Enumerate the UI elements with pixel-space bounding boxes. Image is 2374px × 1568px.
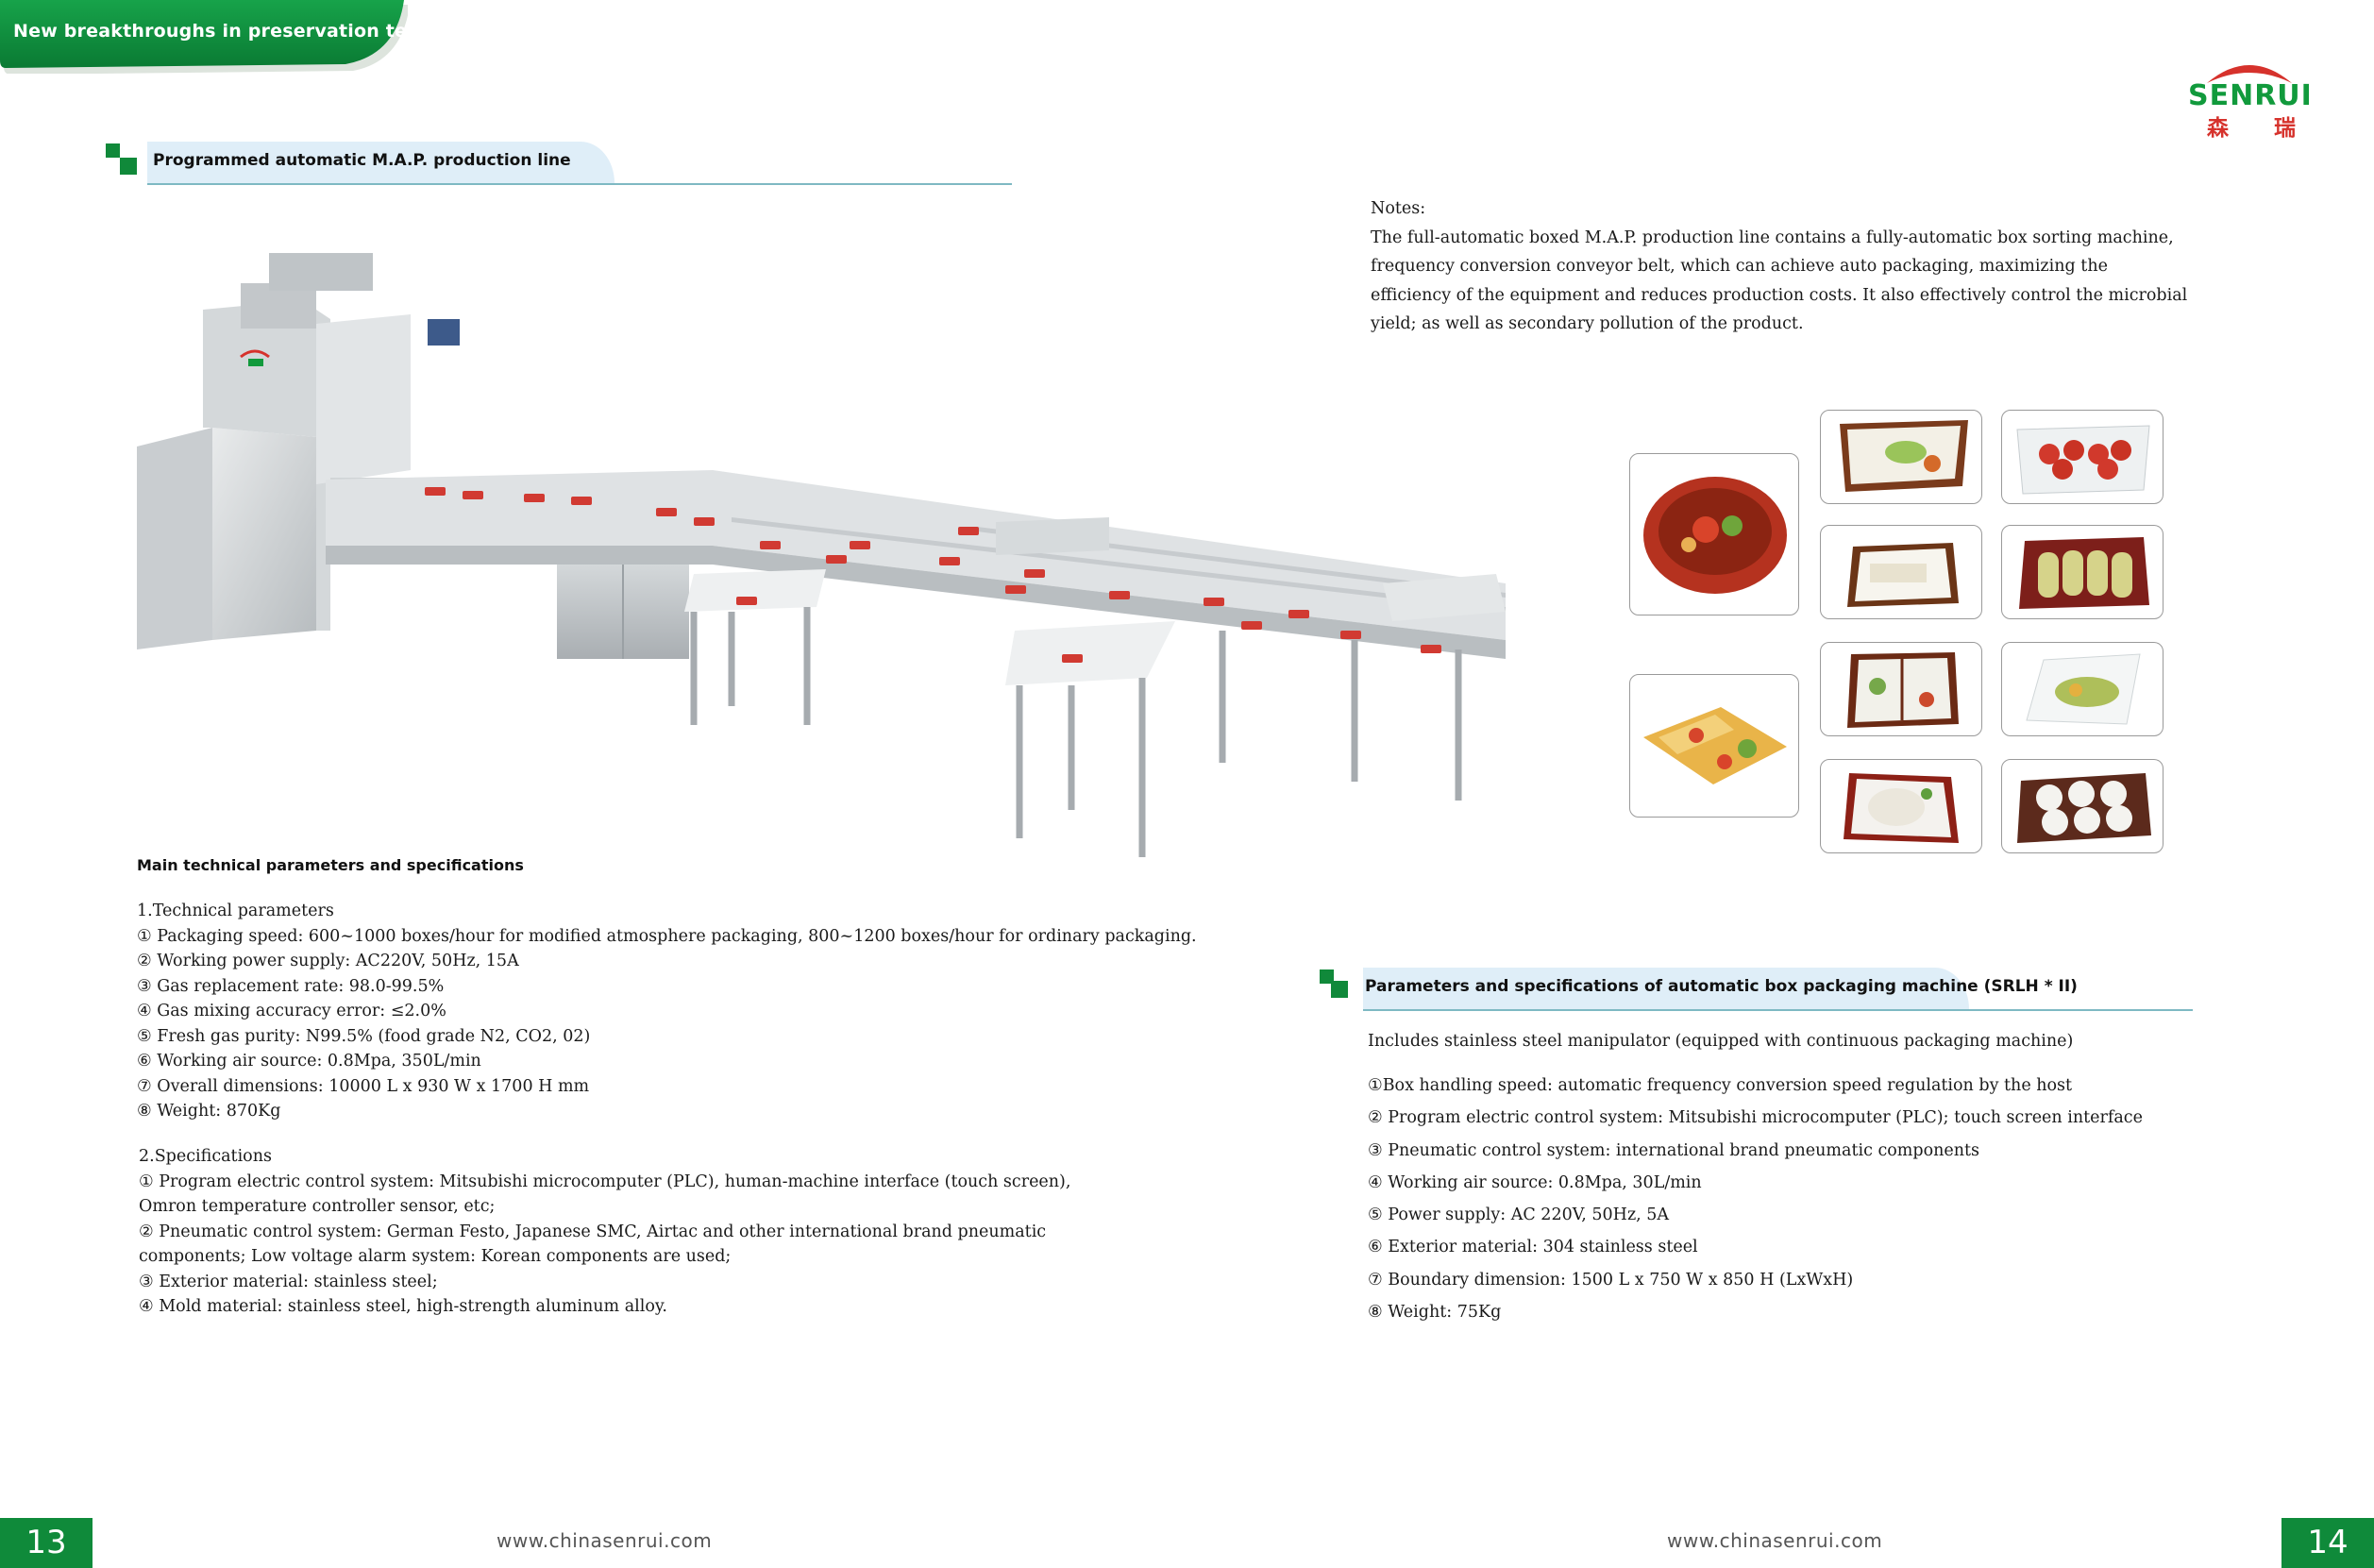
logo-chinese: 森 瑞 [2207,110,2296,142]
specifications-block: 2.Specifications ① Program electric cont… [139,1144,1070,1320]
right-param-item: ④ Working air source: 0.8Mpa, 30L/min [1368,1172,1702,1192]
technical-item: ⑦ Overall dimensions: 10000 L x 930 W x … [137,1076,590,1096]
spec-item: ④ Mold material: stainless steel, high-s… [139,1297,667,1316]
technical-parameters-block: 1.Technical parameters ① Packaging speed… [137,899,1197,1124]
notes-block: Notes: The full-automatic boxed M.A.P. p… [1371,194,2192,339]
header-banner-text: New breakthroughs in preservation techno… [13,21,500,42]
page-number-left: 13 [0,1518,93,1568]
food-image-tray-fish [1820,759,1982,853]
right-param-item: ⑦ Boundary dimension: 1500 L x 750 W x 8… [1368,1270,1854,1290]
senrui-logo-arc-icon [2207,65,2292,83]
food-image-tray-compartment [1820,642,1982,736]
right-section-title: Parameters and specifications of automat… [1365,977,2078,996]
food-image-bowl [1629,453,1799,615]
header-square-icon [106,143,120,158]
food-image-tray-rice [1820,410,1982,504]
right-param-item: ③ Pneumatic control system: internationa… [1368,1140,1980,1160]
technical-item: ⑤ Fresh gas purity: N99.5% (food grade N… [137,1026,591,1046]
food-image-tray-noodles [1820,525,1982,619]
spec-item: components; Low voltage alarm system: Ko… [139,1247,732,1266]
header-square-icon [1331,981,1348,998]
page-number-right: 14 [2281,1518,2374,1568]
food-image-tray-tomato [2001,410,2164,504]
right-param-item: ①Box handling speed: automatic frequency… [1368,1076,2073,1095]
footer-url-left[interactable]: www.chinasenrui.com [497,1529,713,1552]
spec-item: ② Pneumatic control system: German Festo… [139,1222,1047,1241]
spec-item: ① Program electric control system: Mitsu… [139,1172,1071,1191]
technical-item: ③ Gas replacement rate: 98.0-99.5% [137,976,445,996]
spec-title: 2.Specifications [139,1147,272,1166]
right-param-item: ⑥ Exterior material: 304 stainless steel [1368,1238,1698,1257]
food-image-tray-buns [2001,759,2164,853]
logo-wordmark: SENRUI [2188,79,2313,112]
right-param-item: ⑧ Weight: 75Kg [1368,1303,1502,1323]
spec-item: Omron temperature controller sensor, etc… [139,1197,496,1216]
notes-text: The full-automatic boxed M.A.P. producti… [1371,228,2188,334]
left-section-header: Programmed automatic M.A.P. production l… [106,142,1012,185]
food-image-yellow-tray [1629,674,1799,818]
right-param-item: ② Program electric control system: Mitsu… [1368,1108,2143,1128]
technical-item: ⑧ Weight: 870Kg [137,1102,281,1121]
map-production-line-illustration [137,253,1506,857]
header-square-icon [1320,969,1334,984]
right-section-header: Parameters and specifications of automat… [1320,968,2193,1011]
technical-title: 1.Technical parameters [137,902,334,920]
food-image-white-bowl [2001,642,2164,736]
notes-label: Notes: [1371,199,1426,218]
left-section-title: Programmed automatic M.A.P. production l… [153,151,571,170]
logo-cn-char-2: 瑞 [2274,116,2296,141]
food-image-tray-rolls [2001,525,2164,619]
logo-cn-char-1: 森 [2207,116,2229,141]
right-parameters-list: ①Box handling speed: automatic frequency… [1368,1070,2143,1328]
header-banner [0,0,408,74]
right-intro: Includes stainless steel manipulator (eq… [1368,1032,2074,1051]
spec-item: ③ Exterior material: stainless steel; [139,1272,438,1291]
right-param-item: ⑤ Power supply: AC 220V, 50Hz, 5A [1368,1206,1670,1225]
technical-item: ⑥ Working air source: 0.8Mpa, 350L/min [137,1052,481,1071]
footer-url-right[interactable]: www.chinasenrui.com [1667,1529,1883,1552]
header-square-icon [120,158,137,175]
main-params-heading: Main technical parameters and specificat… [137,856,524,874]
technical-item: ② Working power supply: AC220V, 50Hz, 15… [137,952,519,970]
technical-item: ① Packaging speed: 600~1000 boxes/hour f… [137,926,1197,946]
technical-item: ④ Gas mixing accuracy error: ≤2.0% [137,1002,446,1020]
